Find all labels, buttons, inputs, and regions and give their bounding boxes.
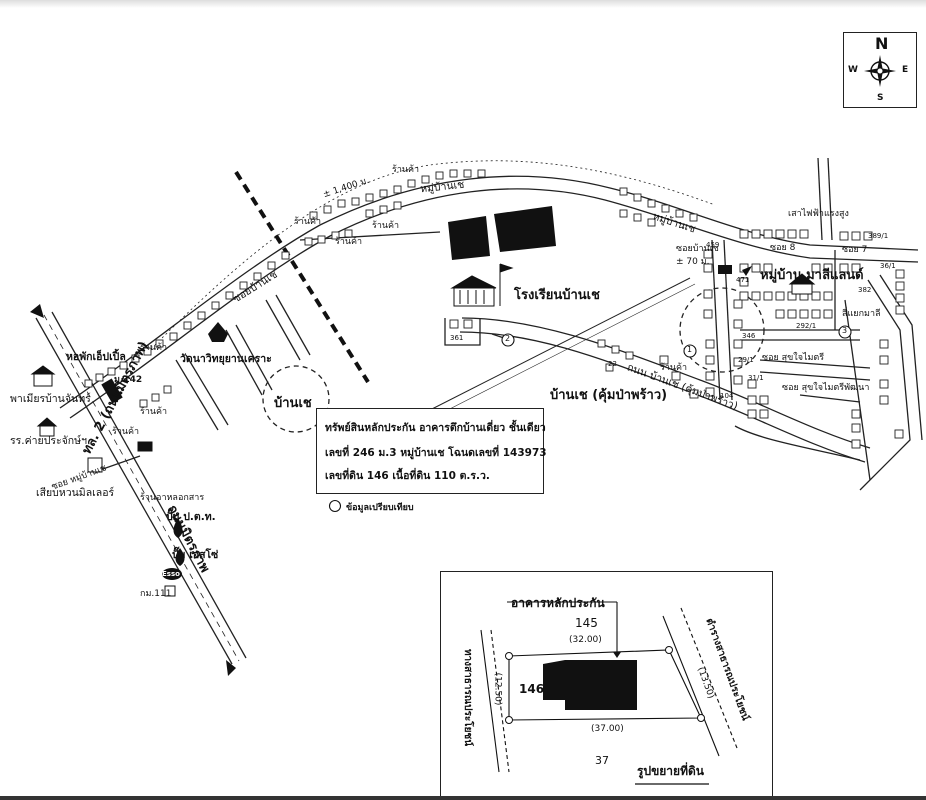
label-soi-baan-che: ซอยบ้านเช [676,244,719,254]
inset-lot-main: 146 [519,682,545,696]
label-soi-7: ซอย 7 [842,245,868,255]
esso-logo: Esso [162,570,180,578]
compass-w: W [848,65,858,75]
callout-line-1: ทรัพย์สินหลักประกัน อาคารตึกบ้านเดี่ยว ช… [325,422,546,434]
label-shop-c: ร้านค้า [112,427,140,437]
legend-comparison: ข้อมูลเปรียบเทียบ [346,503,414,513]
inset-caption: รูปขยายที่ดิน [637,764,704,778]
label-siab: เสียบหวนมิลเลอร์ [36,487,115,499]
village-icon [788,273,816,295]
compass-s: S [877,93,884,103]
temple-icon [208,322,228,342]
distance-label-2: ± 70 ม. [676,257,710,267]
label-soi-sukai: ซอย สุขใจไมตรี [762,353,825,363]
label-soi-8: ซอย 8 [770,243,796,253]
house-markers [84,169,905,449]
label-shop-2: ร้านอาหลอกสาร [140,493,205,503]
label-31-1: 31/1 [748,374,764,382]
compass-n: N [875,34,889,53]
label-29-1: 29/1 [738,356,754,364]
label-shop-b: ร้านค้า [140,407,168,417]
label-school: โรงเรียนบ้านเช [514,288,600,303]
compass-rose: N E W S [843,32,917,108]
target-block [718,265,732,274]
label-pamian: พาเมียรบ้านจันทร์ [10,393,91,405]
inset-left-dim: (12.50) [492,672,503,706]
legend-circle [328,499,342,513]
scan-bottom-edge [0,796,926,800]
land-inset: อาคารหลักประกัน 145 (32.00) 146 (37.00) … [440,571,773,797]
large-building-1 [448,216,490,260]
inset-left-road: ทางสาธารณประโยชน์ [462,648,474,747]
label-pole: เสาไฟฟ้าแรงสูง [788,209,849,219]
inset-title: อาคารหลักประกัน [511,596,605,610]
compass-e: E [902,65,909,75]
marker-3 [838,325,852,339]
label-stop-pole: สี่แยกมาลี [842,309,881,319]
marker-3-label: 3 [842,326,848,335]
label-shop-e: ร้านค้า [335,237,363,247]
label-346: 346 [742,332,756,340]
marker-1 [683,344,697,358]
label-village-marbi: หมู่บ้าน มาลีแลนด์ [760,268,864,283]
scan-edge [0,0,926,8]
road-baanche-north [59,175,919,409]
inset-top-dim: (32.00) [569,635,602,645]
marker-2 [501,333,515,347]
label-shop-d: ร้านค้า [294,217,322,227]
label-school-2: รร.ค่ายประจักษ์ฯ [10,435,87,447]
label-shop-h: ร้านค้า [660,363,688,373]
inset-bottom-dim: (37.00) [591,724,624,734]
label-22: 22 [608,360,617,368]
label-soi-sukai-2: ซอย สุขใจไมตรีพัฒนา [782,383,870,393]
power-line [234,170,370,384]
large-building-2 [494,206,556,252]
inset-page-no: 37 [595,754,609,767]
label-baan-che-kum: บ้านเช (คุ้มป่าพร้าว) [550,388,668,403]
label-baan-che: บ้านเช [274,396,312,411]
label-292: 292/1 [796,322,817,330]
road-baanche-south [69,188,919,419]
callout-line-2: เลขที่ 246 ม.3 หมู่บ้านเช โฉนดเลขที่ 143… [325,447,547,459]
label-104: 104 [720,392,734,400]
label-36-1: 36/1 [880,262,896,270]
dark-block-apple [101,378,123,404]
label-wat: วัดนาวิทยุยานเคราะ [180,353,272,365]
property-callout: ทรัพย์สินหลักประกัน อาคารตึกบ้านเดี่ยว ช… [316,408,547,494]
label-361: 361 [450,334,464,342]
label-382: 382 [858,286,872,294]
label-pump-esso: ปั๊ม เอสโซ่ [172,549,219,561]
label-459: 459 [706,241,720,249]
left-building-icons [30,365,153,473]
label-hopak: หอพักเอ็ปเปิ้ล [66,351,126,363]
label-m142: ม.142 [114,375,143,385]
compass-star-icon [864,55,896,87]
label-shop-g: ร้านค้า [392,165,420,175]
label-shop-f: ร้านค้า [372,221,400,231]
label-471: 471 [736,276,750,284]
inset-lot-top: 145 [575,616,598,630]
label-pump-ptt: ปั๊ม ป.ต.ท. [166,511,216,523]
marker-2-label: 2 [505,334,511,343]
label-389: 389/1 [868,232,889,240]
fuel-icons [162,518,185,580]
school-icon [450,263,514,307]
marker-1-label: 1 [687,345,693,354]
highway-edge-2 [51,311,247,659]
building-footprint [543,660,637,710]
callout-line-3: เลขที่ดิน 146 เนื้อที่ดิน 110 ต.ร.ว. [325,470,490,482]
highway-edge-1 [35,317,233,665]
inset-drawing [480,601,738,785]
label-shop-a: ร้านค้า [140,343,168,353]
road-lower-1 [461,317,871,449]
label-km: กม.111 [140,589,172,599]
